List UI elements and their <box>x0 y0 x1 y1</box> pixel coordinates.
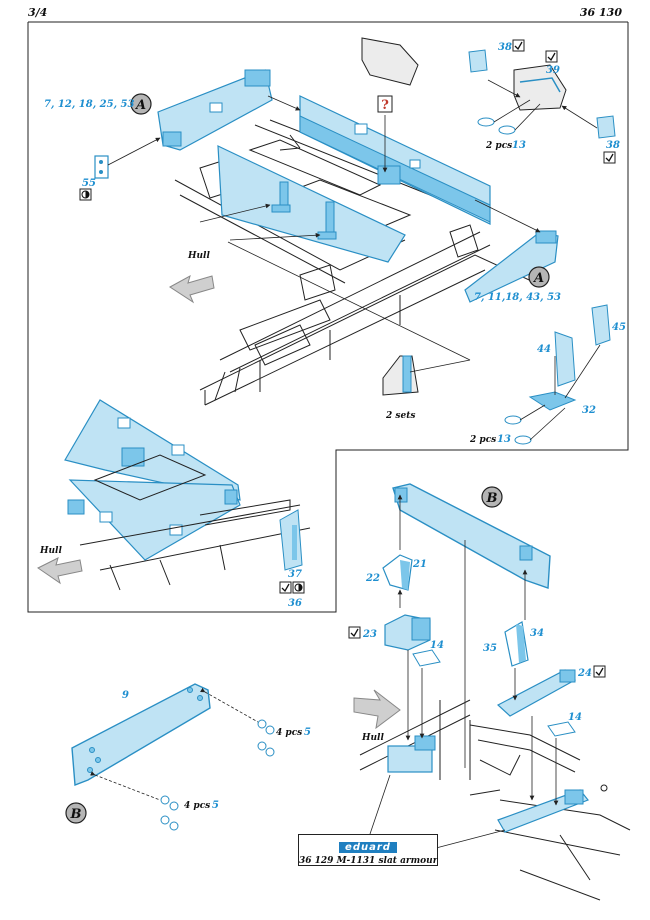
part-number-22: 22 <box>365 573 380 584</box>
part-number-14: 14 <box>430 640 444 651</box>
part-number-38: 38 <box>498 42 512 53</box>
part-32 <box>528 391 577 411</box>
center-foot-left <box>271 204 291 213</box>
double-side-marks <box>81 190 303 592</box>
hull-label: Hull <box>361 733 384 743</box>
quantity-label: 4 pcs <box>184 801 210 811</box>
center-foot-right <box>317 231 337 240</box>
part-number-24: 24 <box>577 668 592 679</box>
eduard-reference-box: eduard 36 129 M-1131 slat armour <box>298 834 438 866</box>
bracket-reference <box>361 37 419 86</box>
part-37 <box>279 509 303 571</box>
part-39-bracket <box>513 64 567 111</box>
panel-window-right <box>354 123 368 135</box>
quantity-label: 2 pcs <box>485 141 512 151</box>
b-assembly <box>359 483 631 901</box>
callout-a-letter: A <box>532 271 544 286</box>
panel-window-left <box>209 102 223 113</box>
hull-direction-arrow-top <box>169 274 215 304</box>
part-number-37: 37 <box>288 569 302 580</box>
panel-bracket-left-low <box>162 131 182 147</box>
part-number-5: 5 <box>304 727 311 738</box>
part-number-32: 32 <box>582 405 596 416</box>
part-number-14: 14 <box>568 712 582 723</box>
a-right-parts-label: 7, 11,18, 43, 53 <box>474 292 561 303</box>
callout-a-right: A <box>528 266 550 288</box>
part-number-55: 55 <box>82 178 96 189</box>
part-number-38: 38 <box>606 140 620 151</box>
lower-plate-right <box>464 231 559 303</box>
part-number-21: 21 <box>412 559 427 570</box>
part-45 <box>591 304 611 346</box>
part-44 <box>554 331 576 387</box>
callout-b-top: B <box>481 486 503 508</box>
reference-caption: 36 129 M-1131 slat armour <box>299 856 438 866</box>
part-number-36: 36 <box>288 598 302 609</box>
check-box-23 <box>348 626 361 639</box>
center-panel <box>217 145 406 263</box>
leader-lines-top <box>107 79 601 441</box>
panel-mount-center <box>377 165 401 185</box>
kit-number: 36 130 <box>579 6 622 19</box>
top-assembly-parts <box>94 37 616 445</box>
center-strut-right <box>325 201 335 233</box>
check-box-24 <box>593 665 606 678</box>
check-box-37 <box>279 581 292 594</box>
quantity-label: 4 pcs <box>276 728 302 738</box>
page-number: 3/4 <box>28 6 48 19</box>
question-mark: ? <box>381 98 389 113</box>
a-top-parts-label: 7, 12, 18, 25, 53 <box>44 99 135 110</box>
hull-label: Hull <box>39 546 62 556</box>
section-frames <box>27 21 629 613</box>
part-number-9: 9 <box>122 690 129 701</box>
check-box-39 <box>545 50 558 63</box>
part-9-assembly <box>71 683 275 831</box>
part-number-34: 34 <box>530 628 544 639</box>
part-38-plate-top <box>468 49 488 73</box>
part-13-washer-a <box>477 117 495 127</box>
callout-a-letter: A <box>134 98 146 113</box>
part-number-44: 44 <box>537 344 551 355</box>
quantity-label: 2 pcs <box>469 435 496 445</box>
part-38-plate-bottom <box>596 115 616 139</box>
callout-b-bottom: B <box>65 802 87 824</box>
part-13-washer-c <box>504 415 522 425</box>
hull-direction-arrow-middle <box>37 557 83 585</box>
part-number-13: 13 <box>497 434 511 445</box>
part-55 <box>94 155 109 179</box>
eduard-logo: eduard <box>339 842 397 853</box>
part-number-39: 39 <box>546 65 560 76</box>
two-sets-label: 2 sets <box>385 411 415 421</box>
hull-direction-arrow-bottom <box>353 689 401 730</box>
part-13-washer-d <box>514 435 532 445</box>
callout-a-top: A <box>130 93 152 115</box>
callout-b-letter: B <box>70 807 82 822</box>
assembled-view <box>64 399 311 591</box>
two-sets-bracket <box>382 355 419 396</box>
question-callout: ? <box>377 95 393 113</box>
frame-top <box>27 22 629 613</box>
part-number-13: 13 <box>512 140 526 151</box>
part-number-23: 23 <box>362 629 377 640</box>
panel-bracket-left <box>244 69 271 87</box>
part-13-washer-b <box>498 125 516 135</box>
part-number-45: 45 <box>612 322 626 333</box>
callout-b-letter: B <box>486 491 498 506</box>
part-number-5: 5 <box>212 800 219 811</box>
check-box-38b <box>603 151 616 164</box>
panel-window-right-2 <box>409 159 421 169</box>
lower-plate-bracket <box>535 230 557 244</box>
part-number-35: 35 <box>483 643 497 654</box>
check-marks <box>281 41 614 677</box>
check-box-38a <box>512 39 525 52</box>
hull-label: Hull <box>187 251 210 261</box>
